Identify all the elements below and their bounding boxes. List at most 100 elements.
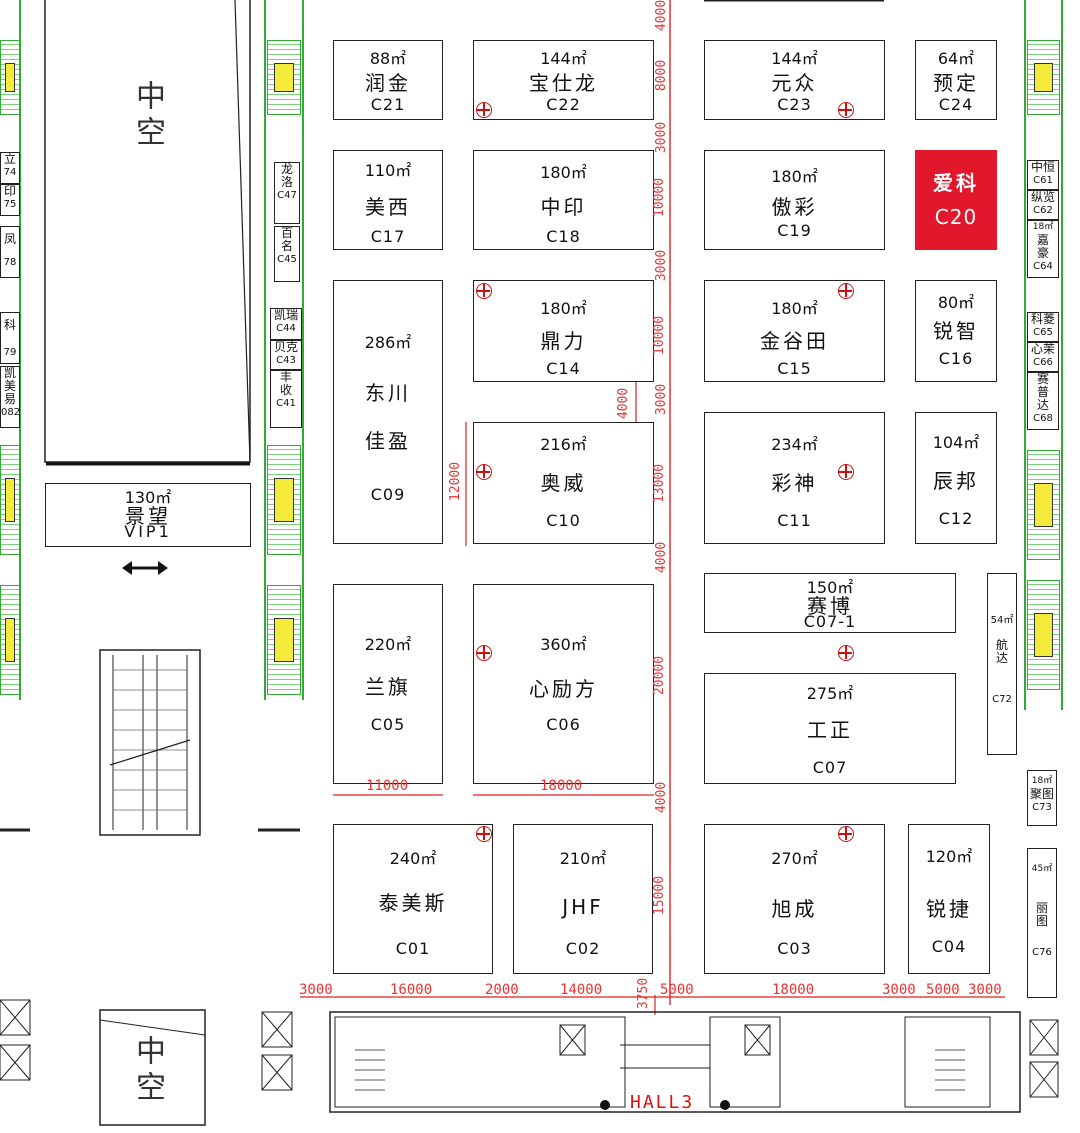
booth-c04[interactable]: 120㎡ 锐捷 C04 — [908, 824, 990, 974]
booth-c14[interactable]: 180㎡ 鼎力 C14 — [473, 280, 654, 382]
booth-area: 150㎡ — [806, 578, 854, 597]
booth-c06[interactable]: 360㎡ 心励方 C06 — [473, 584, 654, 784]
booth-c07[interactable]: 275㎡ 工正 C07 — [704, 673, 956, 784]
booth-name: 东川 — [365, 381, 411, 405]
booth-c18[interactable]: 180㎡ 中印 C18 — [473, 150, 654, 250]
booth-c05[interactable]: 220㎡ 兰旗 C05 — [333, 584, 443, 784]
booth-area: 104㎡ — [932, 433, 980, 452]
stair-block — [267, 445, 301, 555]
dim-label: 10000 — [652, 177, 668, 218]
booth-c09[interactable]: 286㎡ 东川 佳盈 C09 — [333, 280, 443, 544]
column-marker — [476, 645, 492, 661]
dim-label: 13000 — [652, 463, 668, 504]
booth-name: 兰旗 — [365, 675, 411, 699]
booth-area: 234㎡ — [771, 435, 818, 454]
dim-label: 3000 — [968, 982, 1002, 998]
booth-c17[interactable]: 110㎡ 美西 C17 — [333, 150, 443, 250]
booth-area: 275㎡ — [806, 684, 854, 703]
booth-code: C24 — [938, 95, 974, 114]
booth-code: C23 — [777, 95, 812, 114]
booth-code: C01 — [395, 939, 431, 958]
booth-name: 旭成 — [771, 897, 818, 921]
booth-c23[interactable]: 144㎡ 元众 C23 — [704, 40, 885, 120]
booth-c10[interactable]: 216㎡ 奥威 C10 — [473, 422, 654, 544]
booth-name: 美西 — [365, 195, 411, 219]
booth-code: VIP1 — [124, 522, 172, 541]
dim-label: 11000 — [366, 778, 409, 794]
booth-area: 210㎡ — [559, 849, 607, 868]
column-marker — [838, 464, 854, 480]
booth-name-2: 佳盈 — [365, 429, 411, 453]
booth-area: 80㎡ — [937, 293, 975, 312]
booth-c21[interactable]: 88㎡ 润金 C21 — [333, 40, 443, 120]
booth-area: 88㎡ — [369, 49, 407, 68]
booth-code: C19 — [777, 221, 812, 240]
booth-area: 216㎡ — [540, 435, 587, 454]
booth-area: 130㎡ — [124, 488, 172, 507]
booth-c03[interactable]: 270㎡ 旭成 C03 — [704, 824, 885, 974]
booth-code: C17 — [370, 227, 406, 246]
booth-area: 180㎡ — [540, 299, 587, 318]
booth-name: 奥威 — [540, 471, 587, 495]
booth-c24[interactable]: 64㎡ 预定 C24 — [915, 40, 997, 120]
booth-name: 彩神 — [771, 471, 818, 495]
booth-code: C05 — [370, 715, 406, 734]
dim-label: 16000 — [390, 982, 433, 998]
booth-name: 鼎力 — [540, 329, 587, 353]
stair-block — [1027, 40, 1060, 115]
booth-c19[interactable]: 180㎡ 傲彩 C19 — [704, 150, 885, 250]
booth-c02[interactable]: 210㎡ JHF C02 — [513, 824, 653, 974]
stair-block — [1027, 580, 1060, 690]
booth-c20[interactable]: 爱科 C20 — [915, 150, 997, 250]
booth-vip1[interactable]: 130㎡ 景望 VIP1 — [45, 483, 251, 547]
booth-c15[interactable]: 180㎡ 金谷田 C15 — [704, 280, 885, 382]
booth-code: C04 — [931, 937, 967, 956]
booth-name: 锐捷 — [926, 897, 972, 921]
dim-label: 3000 — [654, 249, 670, 282]
booth-area: 220㎡ — [364, 635, 412, 654]
booth-c12[interactable]: 104㎡ 辰邦 C12 — [915, 412, 997, 544]
booth-c11[interactable]: 234㎡ 彩神 C11 — [704, 412, 885, 544]
dim-label: 18000 — [540, 778, 583, 794]
booth-area: 180㎡ — [771, 167, 818, 186]
booth-c22[interactable]: 144㎡ 宝仕龙 C22 — [473, 40, 654, 120]
booth-name: 锐智 — [933, 319, 979, 343]
column-marker — [838, 283, 854, 299]
stair-block — [0, 585, 20, 695]
column-marker — [838, 102, 854, 118]
booth-area: 286㎡ — [364, 333, 412, 352]
dim-label: 4000 — [616, 387, 632, 420]
hall-label: HALL3 — [630, 1092, 695, 1113]
booth-c01[interactable]: 240㎡ 泰美斯 C01 — [333, 824, 493, 974]
stair-block — [267, 40, 301, 115]
dim-label: 8000 — [654, 59, 670, 92]
dim-label: 4000 — [654, 781, 670, 814]
booth-c07-1[interactable]: 150㎡ 赛博 C07-1 — [704, 573, 956, 633]
booth-code: C03 — [777, 939, 812, 958]
booth-area: 180㎡ — [540, 163, 587, 182]
booth-area: 240㎡ — [389, 849, 437, 868]
booth-c16[interactable]: 80㎡ 锐智 C16 — [915, 280, 997, 382]
dim-label: 4000 — [654, 0, 670, 32]
